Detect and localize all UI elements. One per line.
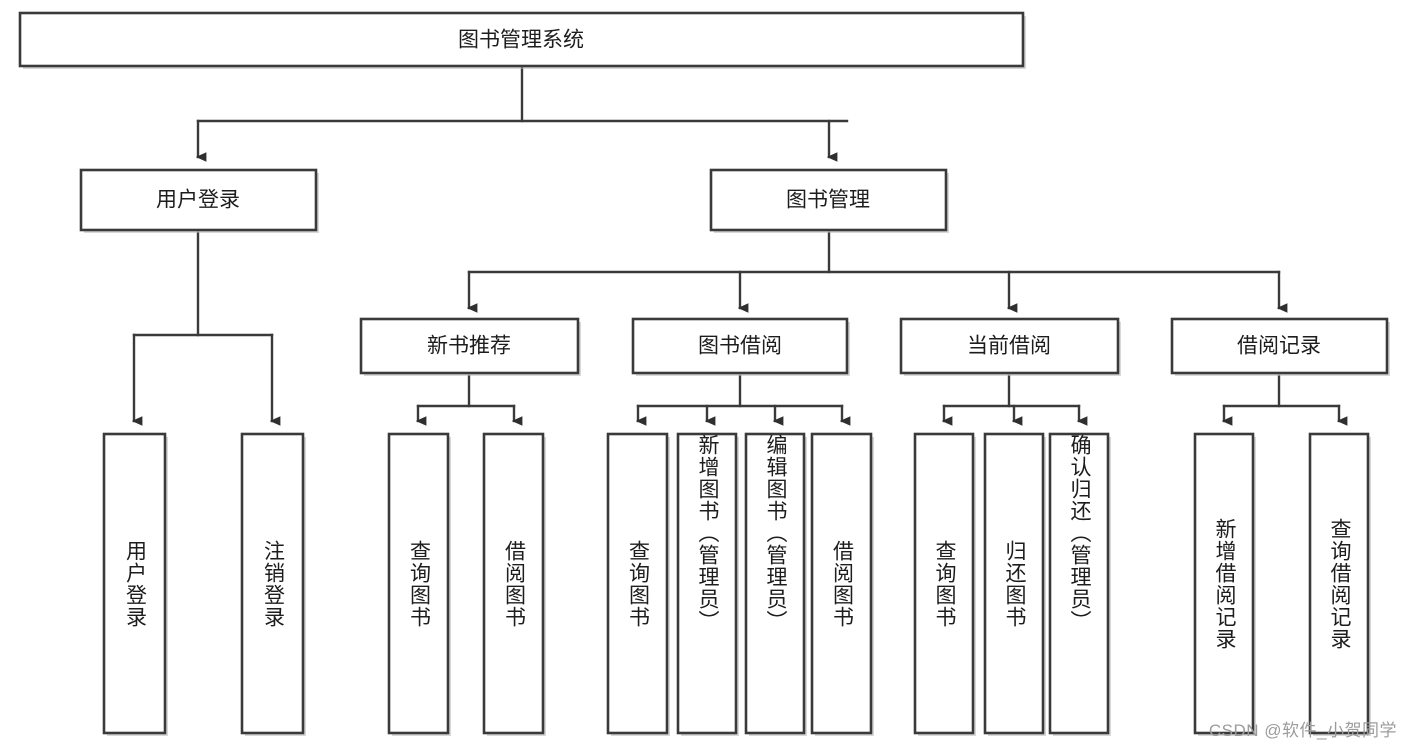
node-leaf-query-book-1[interactable] <box>387 432 451 736</box>
node-book-manage-label: 图书管理 <box>786 189 870 212</box>
node-new-book-recommend[interactable]: 新书推荐 <box>359 317 581 376</box>
connector-group-book-borrow <box>635 374 851 426</box>
node-book-manage[interactable]: 图书管理 <box>709 168 949 233</box>
node-current-borrow[interactable]: 当前借阅 <box>899 317 1121 376</box>
node-leaf-query-record-box[interactable] <box>1308 432 1370 735</box>
node-book-borrow-box[interactable] <box>631 317 849 375</box>
node-new-book-recommend-label: 新书推荐 <box>427 335 511 358</box>
node-new-book-recommend-box[interactable] <box>359 317 580 375</box>
node-book-borrow[interactable]: 图书借阅 <box>631 317 850 376</box>
node-root-box[interactable] <box>18 11 1025 68</box>
node-current-borrow-label: 当前借阅 <box>967 335 1051 358</box>
node-root[interactable]: 图书管理系统 <box>18 11 1026 69</box>
connector-group-root <box>195 64 849 162</box>
node-leaf-confirm-return[interactable] <box>1048 432 1111 736</box>
node-leaf-query-book-2[interactable] <box>606 432 670 736</box>
connector-group-current-borrow <box>941 374 1088 426</box>
node-leaf-confirm-return-box[interactable] <box>1048 432 1110 735</box>
node-leaf-user-logout[interactable] <box>240 432 306 736</box>
node-user-login-box[interactable] <box>79 168 318 232</box>
node-leaf-edit-book[interactable] <box>744 432 807 736</box>
node-user-login-label: 用户登录 <box>156 189 240 212</box>
connector-group-book-manage <box>466 231 1288 313</box>
node-current-borrow-box[interactable] <box>899 317 1120 375</box>
node-leaf-user-logout-box[interactable] <box>240 432 305 735</box>
node-borrow-record-label: 借阅记录 <box>1237 335 1321 358</box>
node-leaf-query-record[interactable] <box>1308 432 1371 736</box>
node-root-label: 图书管理系统 <box>458 29 584 52</box>
node-leaf-query-book-3[interactable] <box>913 432 976 736</box>
node-leaf-borrow-book-1[interactable] <box>482 432 546 736</box>
node-book-manage-box[interactable] <box>709 168 948 232</box>
node-leaf-return-book[interactable] <box>983 432 1046 736</box>
node-leaf-add-record-box[interactable] <box>1193 432 1255 735</box>
connector-group-user-login <box>131 231 281 426</box>
node-user-login[interactable]: 用户登录 <box>79 168 319 233</box>
node-leaf-return-book-box[interactable] <box>983 432 1045 735</box>
node-leaf-user-login[interactable] <box>102 432 168 736</box>
node-leaf-user-login-box[interactable] <box>102 432 167 735</box>
node-leaf-borrow-book-2-box[interactable] <box>810 432 873 735</box>
node-borrow-record-box[interactable] <box>1170 317 1389 375</box>
connector-group-new-book-recommend <box>415 374 523 426</box>
node-leaf-query-book-3-box[interactable] <box>913 432 975 735</box>
node-leaf-edit-book-box[interactable] <box>744 432 806 735</box>
connector-group-borrow-record <box>1221 374 1348 426</box>
node-leaf-borrow-book-2[interactable] <box>810 432 874 736</box>
node-leaf-borrow-book-1-box[interactable] <box>482 432 545 735</box>
node-leaf-query-book-1-box[interactable] <box>387 432 450 735</box>
node-leaf-add-record[interactable] <box>1193 432 1256 736</box>
node-leaf-add-book[interactable] <box>676 432 739 736</box>
csdn-watermark: CSDN @软件_小贺同学 <box>1208 721 1397 740</box>
node-book-borrow-label: 图书借阅 <box>698 335 782 358</box>
node-leaf-query-book-2-box[interactable] <box>606 432 669 735</box>
node-borrow-record[interactable]: 借阅记录 <box>1170 317 1390 376</box>
node-leaf-add-book-box[interactable] <box>676 432 738 735</box>
